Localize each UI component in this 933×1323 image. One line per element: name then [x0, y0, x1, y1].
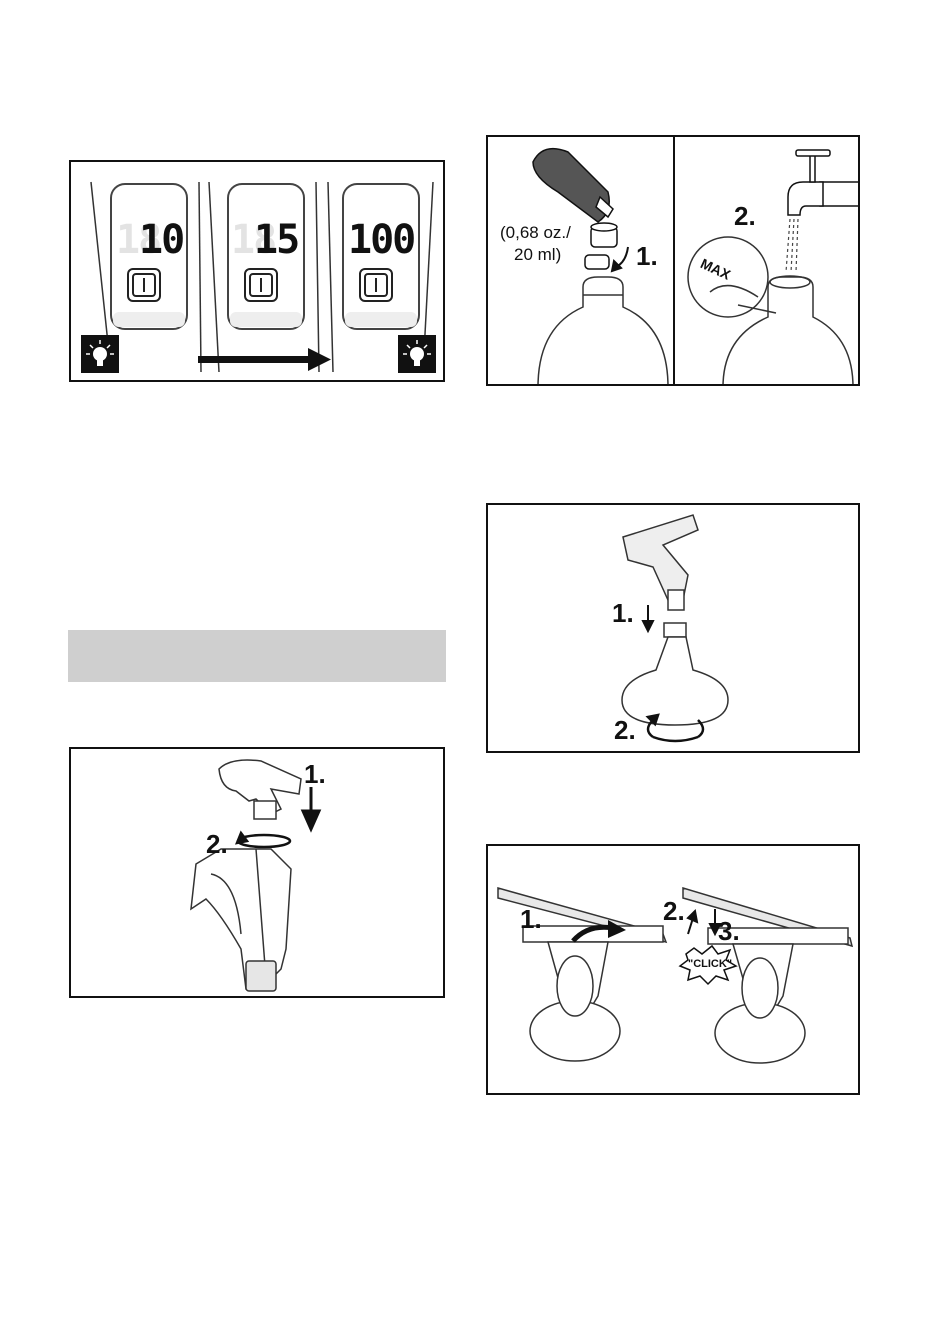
detergent-bottle-icon: [533, 149, 613, 222]
display-illustration: [71, 162, 445, 382]
sprayer-step-2: 2.: [614, 717, 636, 743]
nozzle-step-3: 3.: [718, 918, 740, 944]
rotate-icon: [237, 833, 290, 847]
fill-step-1: 1.: [636, 243, 658, 269]
quantity-label-line2: 20 ml): [514, 245, 561, 265]
display-reading-1: 10: [139, 220, 183, 260]
max-mark-magnifier: [688, 237, 776, 317]
section-header-bar: [68, 630, 446, 682]
arrow-down-icon: [643, 605, 653, 631]
spray-bottle-step-1: 1.: [304, 761, 326, 787]
nozzle-attach-panel: 1. 2. 3. "CLICK": [486, 844, 860, 1095]
spray-head-icon: [623, 515, 698, 610]
battery-display-panel: 18 10 18 15 100: [69, 160, 445, 382]
fill-step-2: 2.: [734, 203, 756, 229]
fill-bottle-panel: (0,68 oz./ 20 ml) 1. 2. MAX: [486, 135, 860, 386]
lightbulb-blinking-icon: [81, 335, 119, 373]
display-reading-3: 100: [348, 220, 414, 260]
quantity-label-line1: (0,68 oz./: [500, 223, 571, 243]
spray-bottle-holder-panel: 1. 2.: [69, 747, 445, 998]
curved-arrow-icon: [612, 247, 628, 271]
sprayer-bottle-panel: 1. 2.: [486, 503, 860, 753]
sprayer-illustration: [488, 505, 860, 753]
arrow-up-icon: [688, 911, 697, 934]
click-label: "CLICK": [688, 958, 732, 970]
nozzle-step-2: 2.: [663, 898, 685, 924]
nozzle-illustration: [488, 846, 860, 1095]
spray-trigger-icon: [219, 760, 301, 819]
lightbulb-blinking-icon: [398, 335, 436, 373]
spray-bottle-illustration: [71, 749, 445, 998]
faucet-icon: [788, 150, 860, 215]
display-reading-2: 15: [254, 220, 298, 260]
sprayer-step-1: 1.: [612, 600, 634, 626]
arrow-down-icon: [303, 787, 319, 829]
holder-body: [191, 849, 291, 991]
nozzle-step-1: 1.: [520, 906, 542, 932]
spray-bottle-step-2: 2.: [206, 831, 228, 857]
